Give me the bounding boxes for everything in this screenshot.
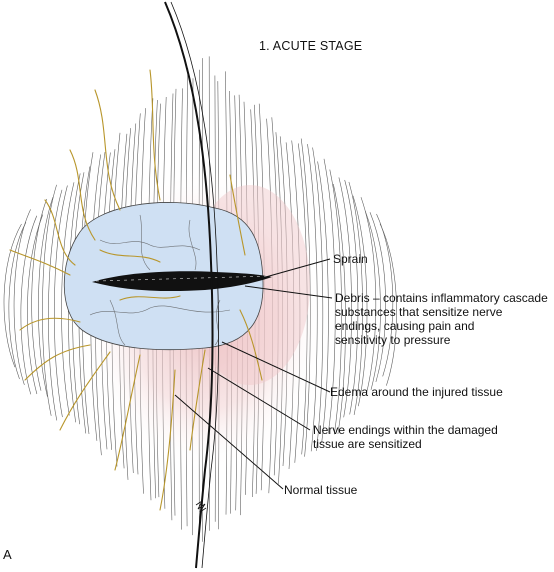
sprain-tear	[92, 271, 272, 292]
nerve-ending	[114, 354, 141, 471]
tissue-crack	[188, 219, 197, 271]
nerve-ending	[9, 249, 71, 276]
muscle-fiber	[323, 158, 336, 434]
tissue-crack	[139, 214, 151, 271]
muscle-fiber	[329, 169, 342, 435]
tissue-crack	[109, 299, 126, 346]
muscle-fiber	[360, 197, 377, 393]
muscle-fiber	[369, 212, 386, 382]
nerve-ending	[119, 295, 181, 301]
muscle-fiber	[379, 223, 397, 386]
label-debris-line-3: endings, causing pain and	[335, 319, 475, 333]
muscle-fiber	[376, 213, 394, 377]
muscle-fiber	[338, 177, 352, 418]
nerve-ending	[189, 349, 206, 451]
muscle-fiber	[8, 222, 27, 380]
leader-lines	[174, 258, 333, 490]
tissue-crack	[89, 305, 231, 316]
nerve-ending	[94, 89, 121, 211]
muscle-fiber	[54, 185, 68, 418]
label-debris-line-4: sensitivity to pressure	[335, 333, 451, 347]
nerve-ending	[239, 309, 263, 381]
muscle-fiber	[317, 161, 329, 443]
muscle-fiber	[13, 209, 31, 385]
muscle-fiber	[61, 182, 75, 416]
leader-edema	[221, 341, 331, 393]
muscle-fiber	[31, 198, 47, 391]
leader-nerve	[207, 367, 311, 431]
nerve-ending	[159, 369, 176, 511]
nerve-ending	[19, 317, 81, 331]
muscle-fiber	[20, 215, 38, 395]
muscle-fiber	[27, 214, 44, 395]
label-nerve-line-2: tissue are sensitized	[313, 437, 422, 451]
label-sprain: Sprain	[333, 252, 368, 266]
leader-debris	[244, 285, 333, 299]
nerve-endings	[9, 69, 263, 511]
leader-sprain	[254, 258, 331, 281]
tissue-crack	[99, 239, 201, 251]
label-debris-line-1: Debris – contains inflammatory cascade	[335, 291, 548, 305]
leader-normal	[174, 394, 284, 490]
muscle-fiber	[333, 183, 346, 435]
muscle-fiber	[352, 195, 368, 407]
muscle-fiber	[38, 197, 54, 397]
muscle-fiber	[364, 210, 381, 390]
nerve-ending	[69, 149, 96, 241]
muscle-fiber	[348, 181, 363, 415]
nerve-ending	[229, 174, 246, 256]
muscle-fiber	[3, 223, 22, 368]
label-edema: Edema around the injured tissue	[330, 385, 503, 399]
nerve-ending	[44, 199, 76, 266]
label-debris-line-2: substances that sensitize nerve	[335, 305, 503, 319]
stage-title: 1. ACUTE STAGE	[259, 39, 363, 53]
nerve-ending	[99, 249, 161, 263]
nerve-ending	[59, 351, 111, 431]
nerve-ending	[149, 69, 161, 201]
label-normal-tissue: Normal tissue	[284, 483, 358, 497]
muscle-fiber	[48, 189, 63, 421]
nerve-ending	[24, 344, 91, 381]
panel-letter: A	[3, 547, 12, 562]
label-nerve-line-1: Nerve endings within the damaged	[313, 423, 498, 437]
muscle-fiber	[344, 179, 359, 415]
fascia-line	[164, 1, 214, 569]
